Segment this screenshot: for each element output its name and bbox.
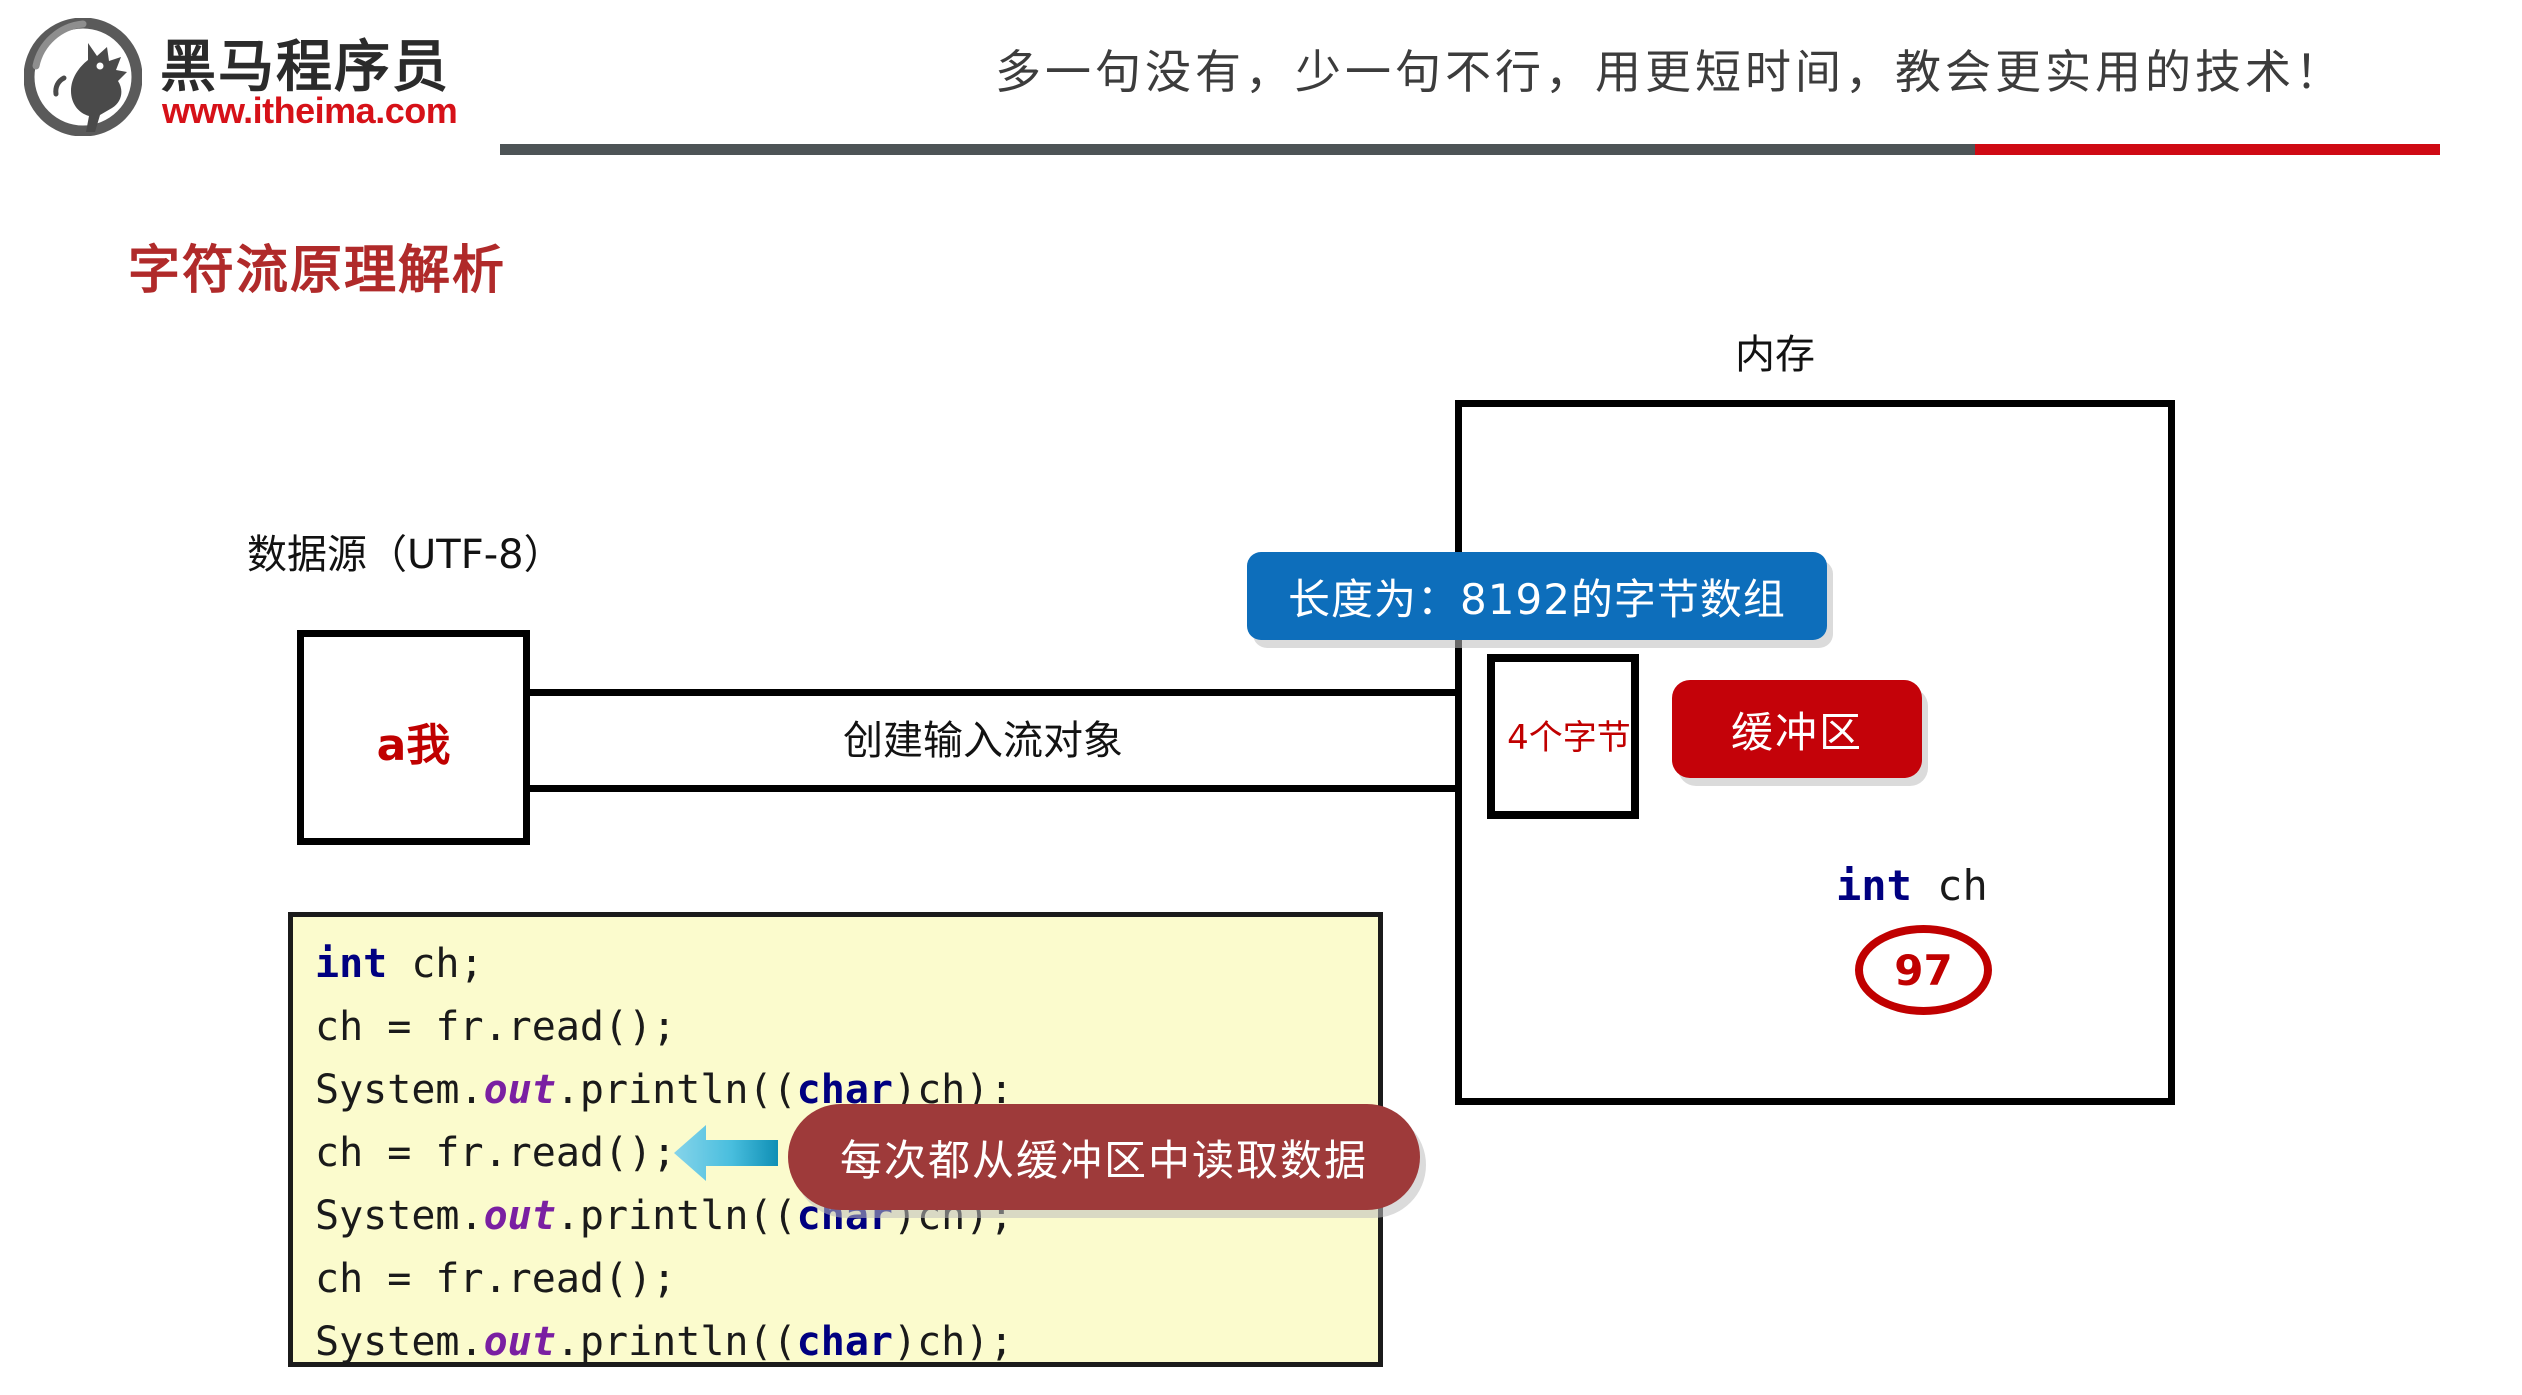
code-line: ch = fr.read(); xyxy=(315,1130,677,1176)
code-text: .println(( xyxy=(555,1319,797,1365)
code-field-out: out xyxy=(483,1319,556,1365)
code-line: ch = fr.read(); xyxy=(315,1004,677,1050)
buffer-badge: 缓冲区 xyxy=(1672,680,1922,778)
code-keyword-char: char xyxy=(796,1319,893,1365)
brand-logo: 黑马程序员 www.itheima.com xyxy=(18,8,478,140)
stream-connector-line-top xyxy=(530,689,1458,696)
memory-region-box xyxy=(1455,400,2175,1105)
four-bytes-label: 4个字节 xyxy=(1507,718,1631,758)
code-text: System. xyxy=(315,1067,484,1113)
stream-connector-label: 创建输入流对象 xyxy=(843,718,1123,764)
brand-website-url: www.itheima.com xyxy=(162,90,458,131)
data-source-label: 数据源（UTF-8） xyxy=(247,532,564,578)
byte-array-callout: 长度为：8192的字节数组 xyxy=(1247,552,1827,640)
code-text: .println(( xyxy=(555,1193,797,1239)
code-text: System. xyxy=(315,1319,484,1365)
horse-head-logo-icon xyxy=(24,18,142,136)
variable-value-oval: 97 xyxy=(1855,925,1992,1015)
read-from-buffer-callout: 每次都从缓冲区中读取数据 xyxy=(788,1104,1420,1210)
brand-name-cn: 黑马程序员 xyxy=(160,35,450,100)
code-line: System.out.println((char)ch); xyxy=(315,1311,1378,1365)
code-field-out: out xyxy=(483,1067,556,1113)
code-text: ch; xyxy=(387,941,484,987)
variable-type-keyword: int xyxy=(1836,861,1912,910)
header-divider-grey xyxy=(500,144,1975,155)
variable-name: ch xyxy=(1937,861,1988,910)
header-tagline: 多一句没有，少一句不行，用更短时间，教会更实用的技术！ xyxy=(995,45,2345,99)
page-title: 字符流原理解析 xyxy=(128,241,507,301)
code-field-out: out xyxy=(483,1193,556,1239)
data-source-content: a我 xyxy=(376,720,451,771)
data-source-box: a我 xyxy=(297,630,530,845)
variable-declaration-annotation: int ch xyxy=(1836,861,1988,910)
code-text: .println(( xyxy=(555,1067,797,1113)
code-text: System. xyxy=(315,1193,484,1239)
code-text: )ch); xyxy=(892,1319,1014,1365)
memory-label: 内存 xyxy=(1735,332,1815,378)
read-direction-arrow-icon xyxy=(672,1122,780,1184)
code-keyword-int: int xyxy=(315,941,388,987)
four-bytes-box: 4个字节 xyxy=(1487,654,1639,819)
header-divider-red xyxy=(1975,144,2440,155)
code-line: ch = fr.read(); xyxy=(315,1256,677,1302)
stream-connector-line-bottom xyxy=(530,785,1458,792)
code-line: int ch; xyxy=(315,933,1378,996)
